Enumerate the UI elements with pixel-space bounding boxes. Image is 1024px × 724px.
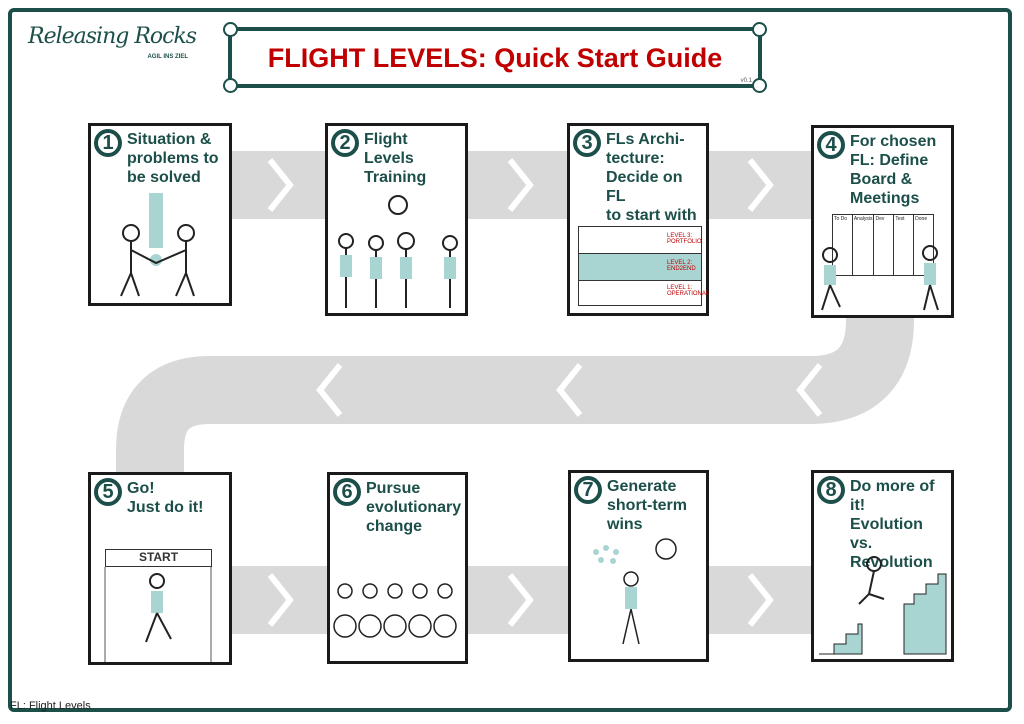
footer-legend: FL: Flight Levels (10, 700, 91, 712)
board-column: Done (915, 216, 928, 222)
step-number: 5 (94, 478, 122, 506)
step-card-5: 5 Go! Just do it! START (88, 472, 232, 665)
version-label: v0.1 (740, 78, 752, 84)
step-card-7: 7 Generate short-term wins (568, 470, 709, 662)
kanban-board: To Do Analysis Dev Test Done (832, 214, 934, 276)
step-card-2: 2 Flight Levels Training (325, 123, 468, 316)
step-label: For chosen FL: Define Board & Meetings (850, 133, 937, 207)
step-label: Do more of it! Evolution vs. Revolution (850, 478, 935, 571)
logo-tagline: AGIL INS ZIEL (147, 54, 188, 60)
stairs-illustration (819, 556, 947, 655)
step-number: 6 (333, 478, 361, 506)
step-number: 7 (574, 476, 602, 504)
step-card-4: 4 For chosen FL: Define Board & Meetings… (811, 125, 954, 318)
board-column: Dev (874, 215, 895, 275)
step-number: 2 (331, 129, 359, 157)
step-label: FLs Archi- tecture: Decide on FL to star… (606, 131, 697, 224)
step-label: Situation & problems to be solved (127, 131, 219, 186)
step-card-3: 3 FLs Archi- tecture: Decide on FL to st… (567, 123, 709, 316)
lightbulbs-illustration (333, 583, 457, 638)
training-illustration (338, 195, 458, 308)
step-label: Flight Levels Training (364, 131, 427, 186)
board-column: To Do (833, 215, 853, 275)
step-label: Go! Just do it! (127, 480, 204, 516)
logo: Releasing Rocks AGIL INS ZIEL (28, 24, 198, 64)
step-number: 1 (94, 129, 122, 157)
step-number: 4 (817, 131, 845, 159)
title-box: FLIGHT LEVELS: Quick Start Guide v0.1 (223, 22, 767, 93)
step-card-8: 8 Do more of it! Evolution vs. Revolutio… (811, 470, 954, 662)
board-column: Analysis (853, 215, 875, 275)
step-label: Generate short-term wins (607, 478, 688, 533)
level-3-label: LEVEL 3: PORTFOLIO (667, 233, 702, 245)
level-2-label: LEVEL 2: END2END (667, 260, 696, 272)
step-card-1: 1 Situation & problems to be solved (88, 123, 232, 306)
people-illustration (821, 245, 939, 311)
board-column: Test (894, 215, 915, 275)
logo-wordmark: Releasing Rocks (28, 24, 197, 49)
start-sign: START (105, 549, 212, 567)
page-frame (8, 8, 1012, 712)
handshake-illustration (120, 193, 195, 297)
road-chevrons (267, 158, 823, 627)
step-number: 8 (817, 476, 845, 504)
step-number: 3 (573, 129, 601, 157)
level-1-label: LEVEL 1: OPERATIONAL (667, 285, 710, 297)
wins-illustration (593, 538, 677, 645)
page-title: FLIGHT LEVELS: Quick Start Guide (267, 43, 723, 73)
step-label: Pursue evolutionary change (366, 480, 462, 535)
step-card-6: 6 Pursue evolutionary change (327, 472, 468, 664)
flight-levels-diagram: LEVEL 3: PORTFOLIO LEVEL 2: END2END LEVE… (578, 226, 710, 306)
walking-illustration (104, 567, 212, 662)
